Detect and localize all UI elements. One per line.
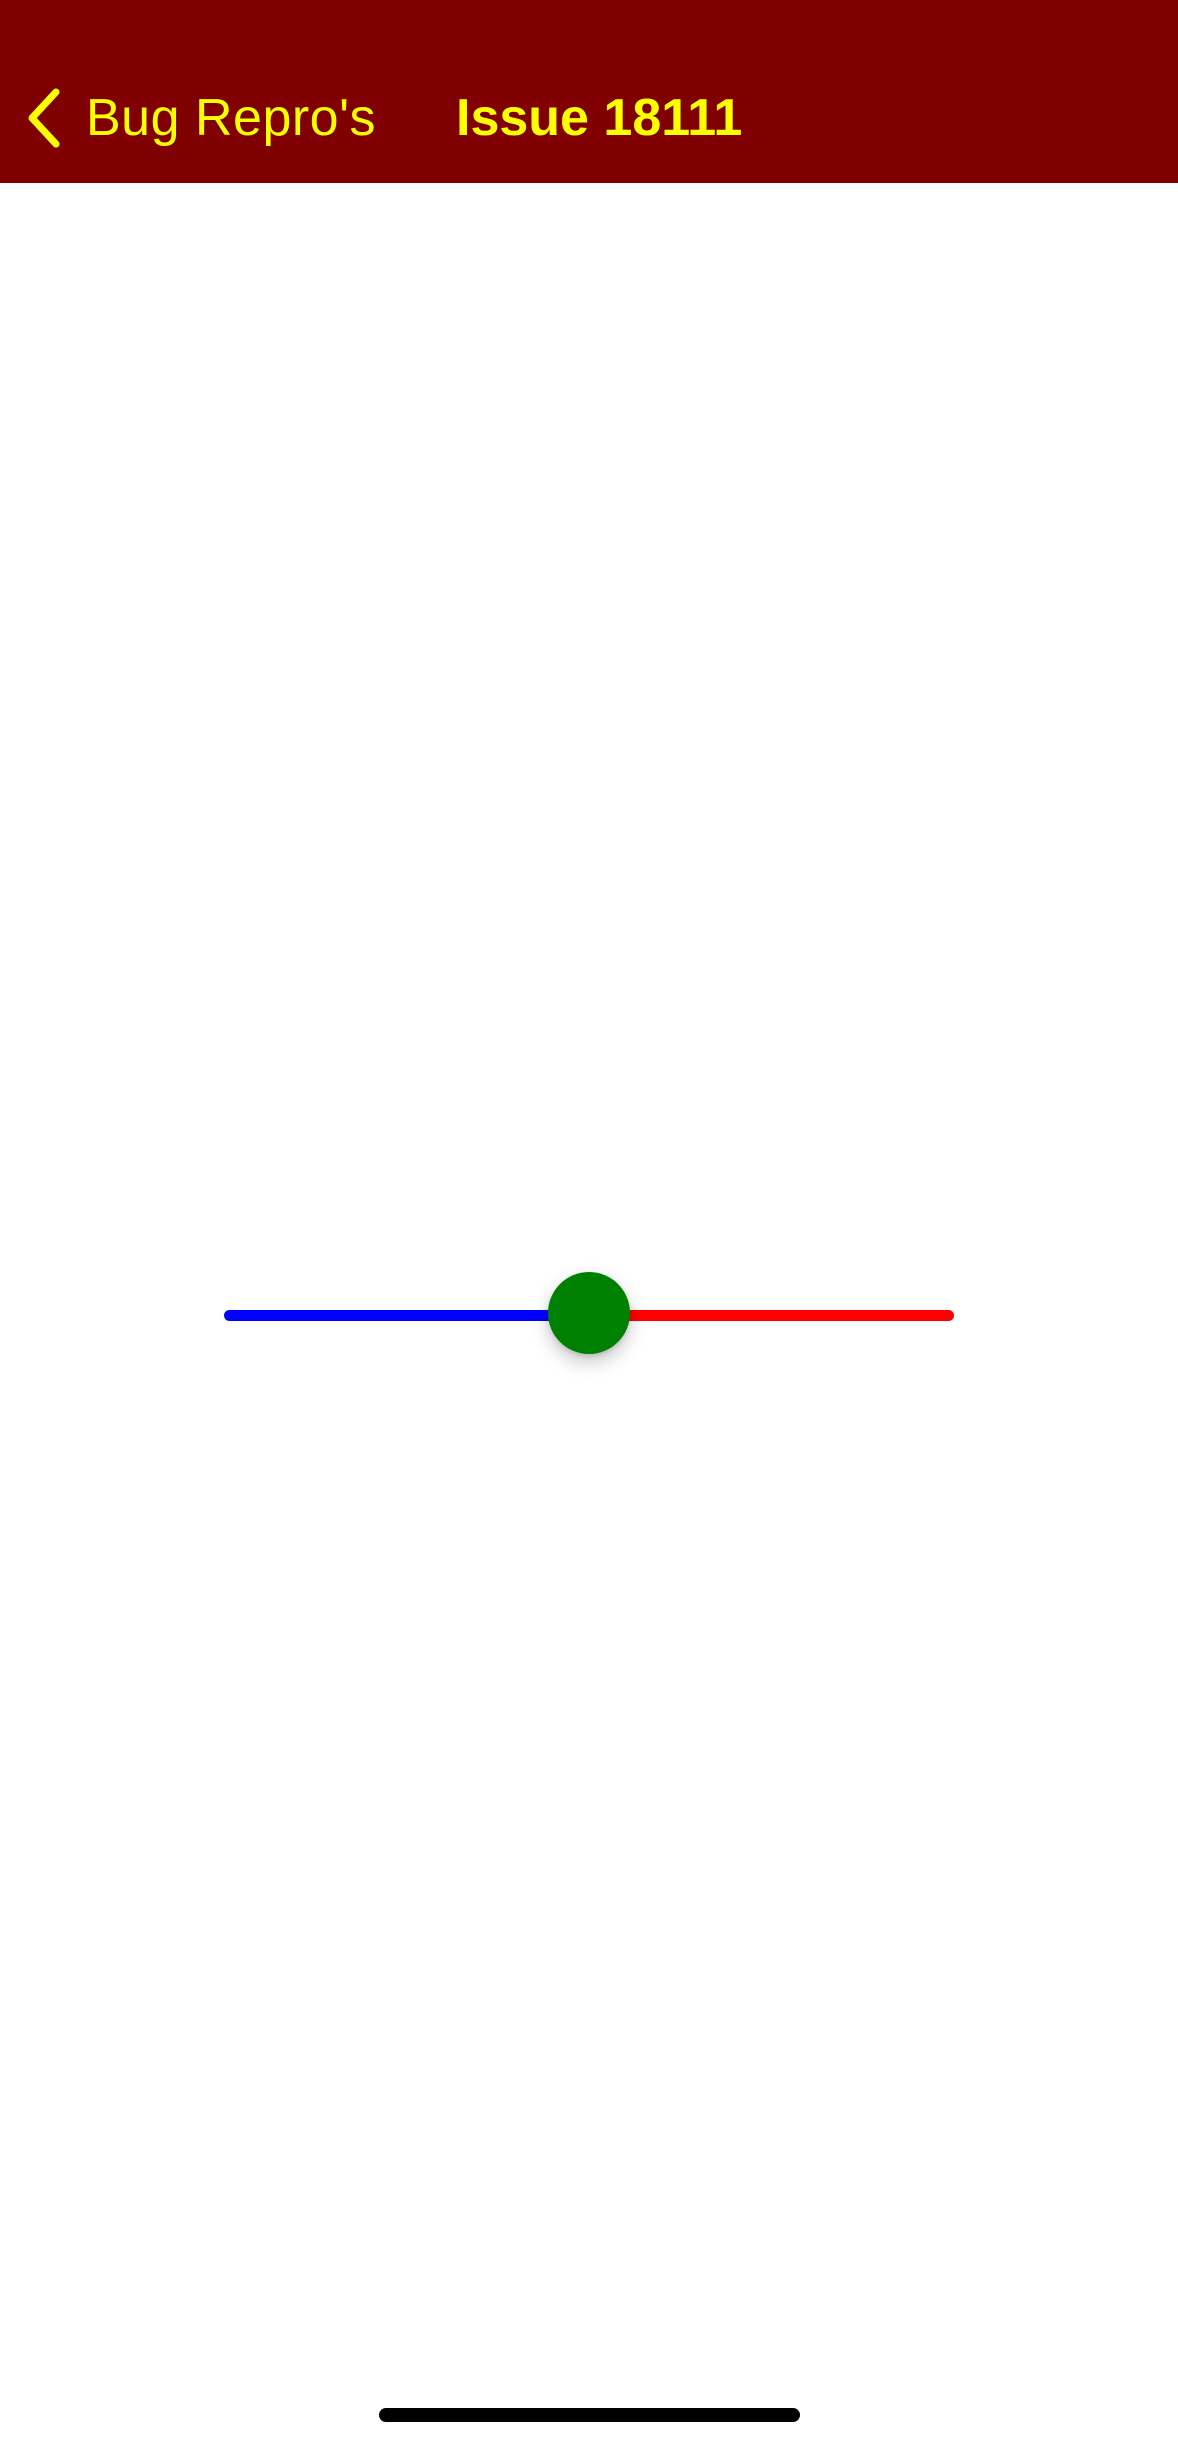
navigation-bar: Bug Repro's Issue 18111 [0, 0, 1178, 183]
page-title: Issue 18111 [456, 89, 743, 147]
back-button[interactable]: Bug Repro's [22, 78, 376, 158]
slider-thumb[interactable] [548, 1272, 630, 1354]
slider-min-track [224, 1310, 589, 1321]
slider[interactable] [220, 1272, 958, 1358]
home-indicator [379, 2408, 800, 2422]
chevron-left-icon [28, 88, 60, 148]
slider-max-track [589, 1310, 954, 1321]
back-button-label: Bug Repro's [86, 89, 377, 147]
